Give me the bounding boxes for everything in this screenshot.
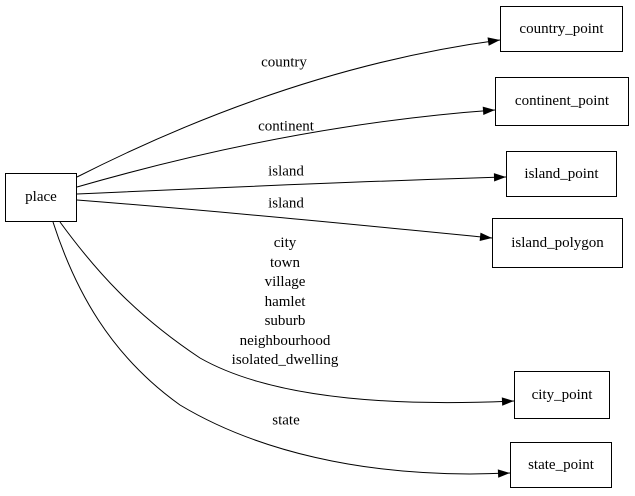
node-city-point-label: city_point (531, 386, 593, 403)
node-continent-point: continent_point (495, 77, 629, 126)
edge-place-to-city_point (59, 221, 515, 406)
edge-label-continent: continent (258, 118, 314, 135)
edge-label-neighbourhood: neighbourhood (239, 332, 331, 349)
node-country-point: country_point (500, 6, 623, 52)
node-city-point: city_point (514, 371, 610, 419)
edge-label-city-group: city town village hamlet suburb neighbou… (232, 234, 339, 371)
edge-label-island-point: island (268, 163, 304, 180)
node-place: place (5, 173, 77, 222)
edge-place-to-continent_point (76, 106, 496, 188)
node-country-point-label: country_point (519, 20, 604, 37)
node-continent-point-label: continent_point (514, 93, 610, 109)
edge-place-to-country_point (76, 37, 501, 178)
node-island-point-label: island_point (524, 165, 599, 182)
edge-label-suburb: suburb (264, 313, 306, 329)
edge-label-town: town (270, 254, 300, 271)
edge-place-to-island_polygon (76, 199, 493, 242)
edge-place-to-state_point (52, 221, 511, 478)
edge-label-hamlet: hamlet (264, 293, 306, 310)
node-state-point-label: state_point (528, 456, 594, 473)
node-state-point: state_point (510, 442, 612, 488)
edge-label-island-polygon: island (268, 195, 304, 212)
node-island-polygon-label: island_polygon (511, 234, 604, 251)
edge-label-city: city (273, 235, 297, 251)
edge-label-state: state (272, 412, 300, 429)
node-island-polygon: island_polygon (492, 218, 623, 268)
node-island-point: island_point (506, 151, 617, 197)
edge-label-country: country (261, 54, 307, 71)
edge-label-village: village (264, 274, 306, 290)
edge-label-isolated-dwelling: isolated_dwelling (231, 352, 339, 368)
node-place-label: place (25, 189, 57, 205)
edge-place-to-island_point (76, 173, 507, 195)
